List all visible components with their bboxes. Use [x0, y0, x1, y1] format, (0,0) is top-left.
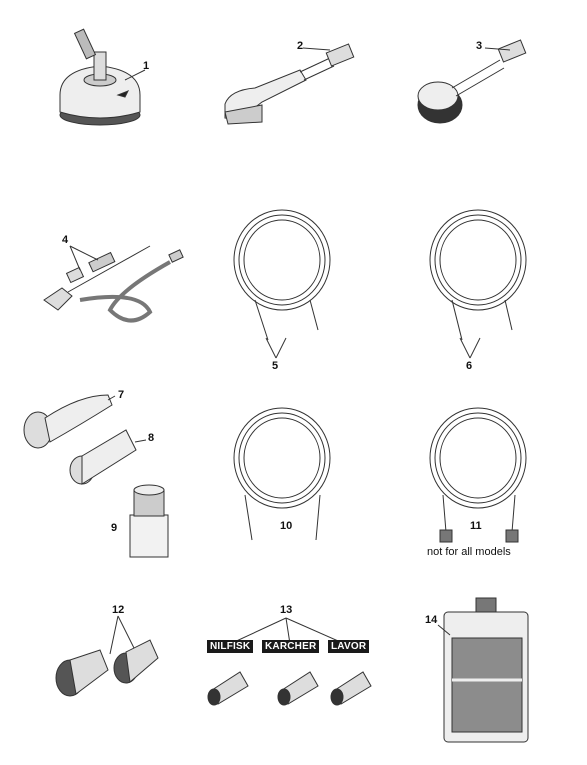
rotary-nozzle-7-drawing [23, 394, 113, 449]
adjustable-nozzle-8-drawing [69, 429, 137, 485]
label-5: 5 [272, 360, 279, 372]
surface-cleaner-drawing [59, 28, 141, 126]
leader-lines [69, 47, 511, 655]
label-12: 12 [112, 604, 125, 616]
flat-brush-drawing [224, 43, 355, 125]
round-brush-drawing [417, 39, 527, 124]
hose-10-drawing [233, 407, 331, 541]
label-6: 6 [466, 360, 473, 372]
label-8: 8 [148, 432, 155, 444]
hose-11-drawing [429, 407, 527, 543]
availability-note: not for all models [427, 546, 511, 558]
brand-karcher: KARCHER [262, 640, 320, 653]
label-13: 13 [280, 604, 293, 616]
foam-bottle-9-drawing [129, 484, 169, 558]
hose-5-drawing [233, 209, 331, 341]
label-7: 7 [118, 389, 125, 401]
label-2: 2 [297, 40, 304, 52]
label-4: 4 [62, 234, 69, 246]
hose-6-drawing [429, 209, 527, 341]
detergent-bottle-drawing [443, 597, 529, 743]
label-11: 11 [470, 520, 482, 532]
label-10: 10 [280, 520, 293, 532]
label-3: 3 [476, 40, 483, 52]
brand-nilfisk: NILFISK [207, 640, 254, 653]
label-14: 14 [425, 614, 438, 626]
label-9: 9 [111, 522, 118, 534]
brand-lavor: LAVOR [328, 640, 370, 653]
label-1: 1 [143, 60, 150, 72]
adapters-12-drawing [55, 639, 159, 697]
adapters-13-drawing [207, 671, 372, 706]
sewer-cleaning-kit-drawing [43, 245, 184, 323]
